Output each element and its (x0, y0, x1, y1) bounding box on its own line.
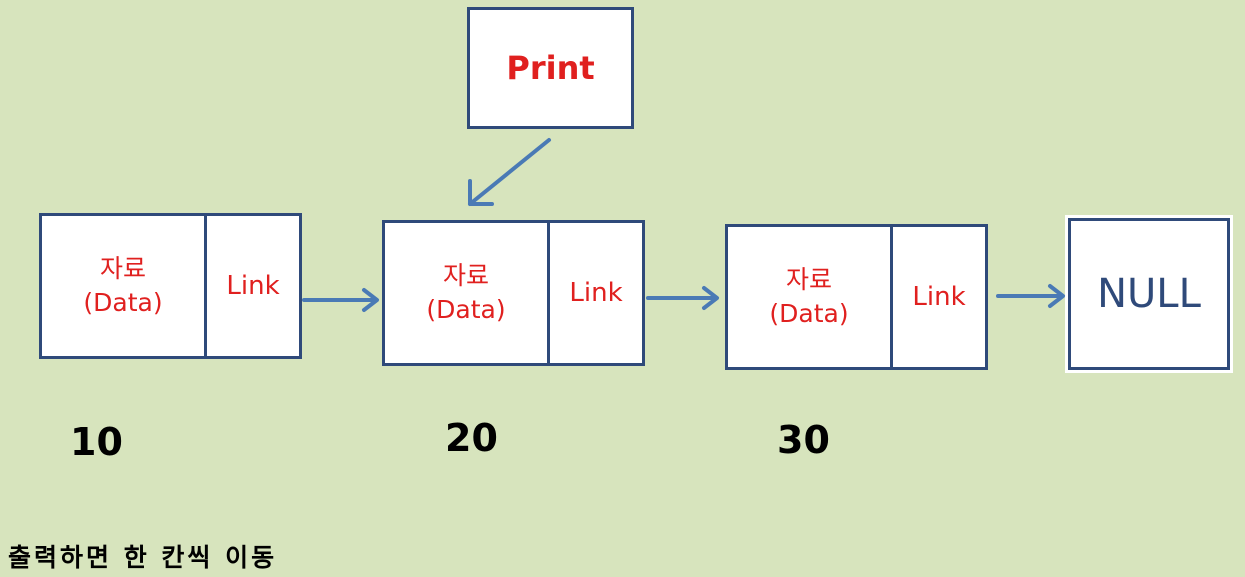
link-arrow-3-head (1048, 284, 1065, 308)
node-2-link-label: Link (569, 278, 623, 308)
null-label: NULL (1097, 271, 1201, 317)
print-label: Print (506, 49, 595, 87)
node-2-data-label: 자료 (442, 261, 489, 290)
caption-text: 출력하면 한 칸씩 이동 (8, 543, 278, 572)
node-2-value: 20 (445, 416, 498, 460)
node-3-data-label: 자료 (785, 265, 832, 294)
node-2-link-cell: Link (550, 223, 642, 363)
print-pointer-arrow (468, 138, 551, 206)
node-1-data-label: 자료 (99, 254, 146, 283)
node-3-data-sublabel: (Data) (769, 299, 849, 328)
link-arrow-2-head (702, 286, 719, 310)
node-3-value: 30 (777, 418, 830, 462)
null-terminal-box: NULL (1068, 218, 1230, 370)
list-node-2: 자료 (Data) Link (382, 220, 645, 366)
node-3-link-label: Link (912, 282, 966, 312)
print-pointer-box: Print (467, 7, 634, 129)
node-3-data-cell: 자료 (Data) (728, 227, 893, 367)
node-1-data-cell: 자료 (Data) (42, 216, 207, 356)
list-node-3: 자료 (Data) Link (725, 224, 988, 370)
list-node-1: 자료 (Data) Link (39, 213, 302, 359)
print-pointer-arrowhead (468, 179, 494, 206)
node-2-data-cell: 자료 (Data) (385, 223, 550, 363)
node-1-value: 10 (70, 420, 123, 464)
node-1-link-label: Link (226, 271, 280, 301)
link-arrow-1-head (362, 288, 379, 312)
node-3-link-cell: Link (893, 227, 985, 367)
node-1-data-sublabel: (Data) (83, 288, 163, 317)
node-2-data-sublabel: (Data) (426, 295, 506, 324)
node-1-link-cell: Link (207, 216, 299, 356)
